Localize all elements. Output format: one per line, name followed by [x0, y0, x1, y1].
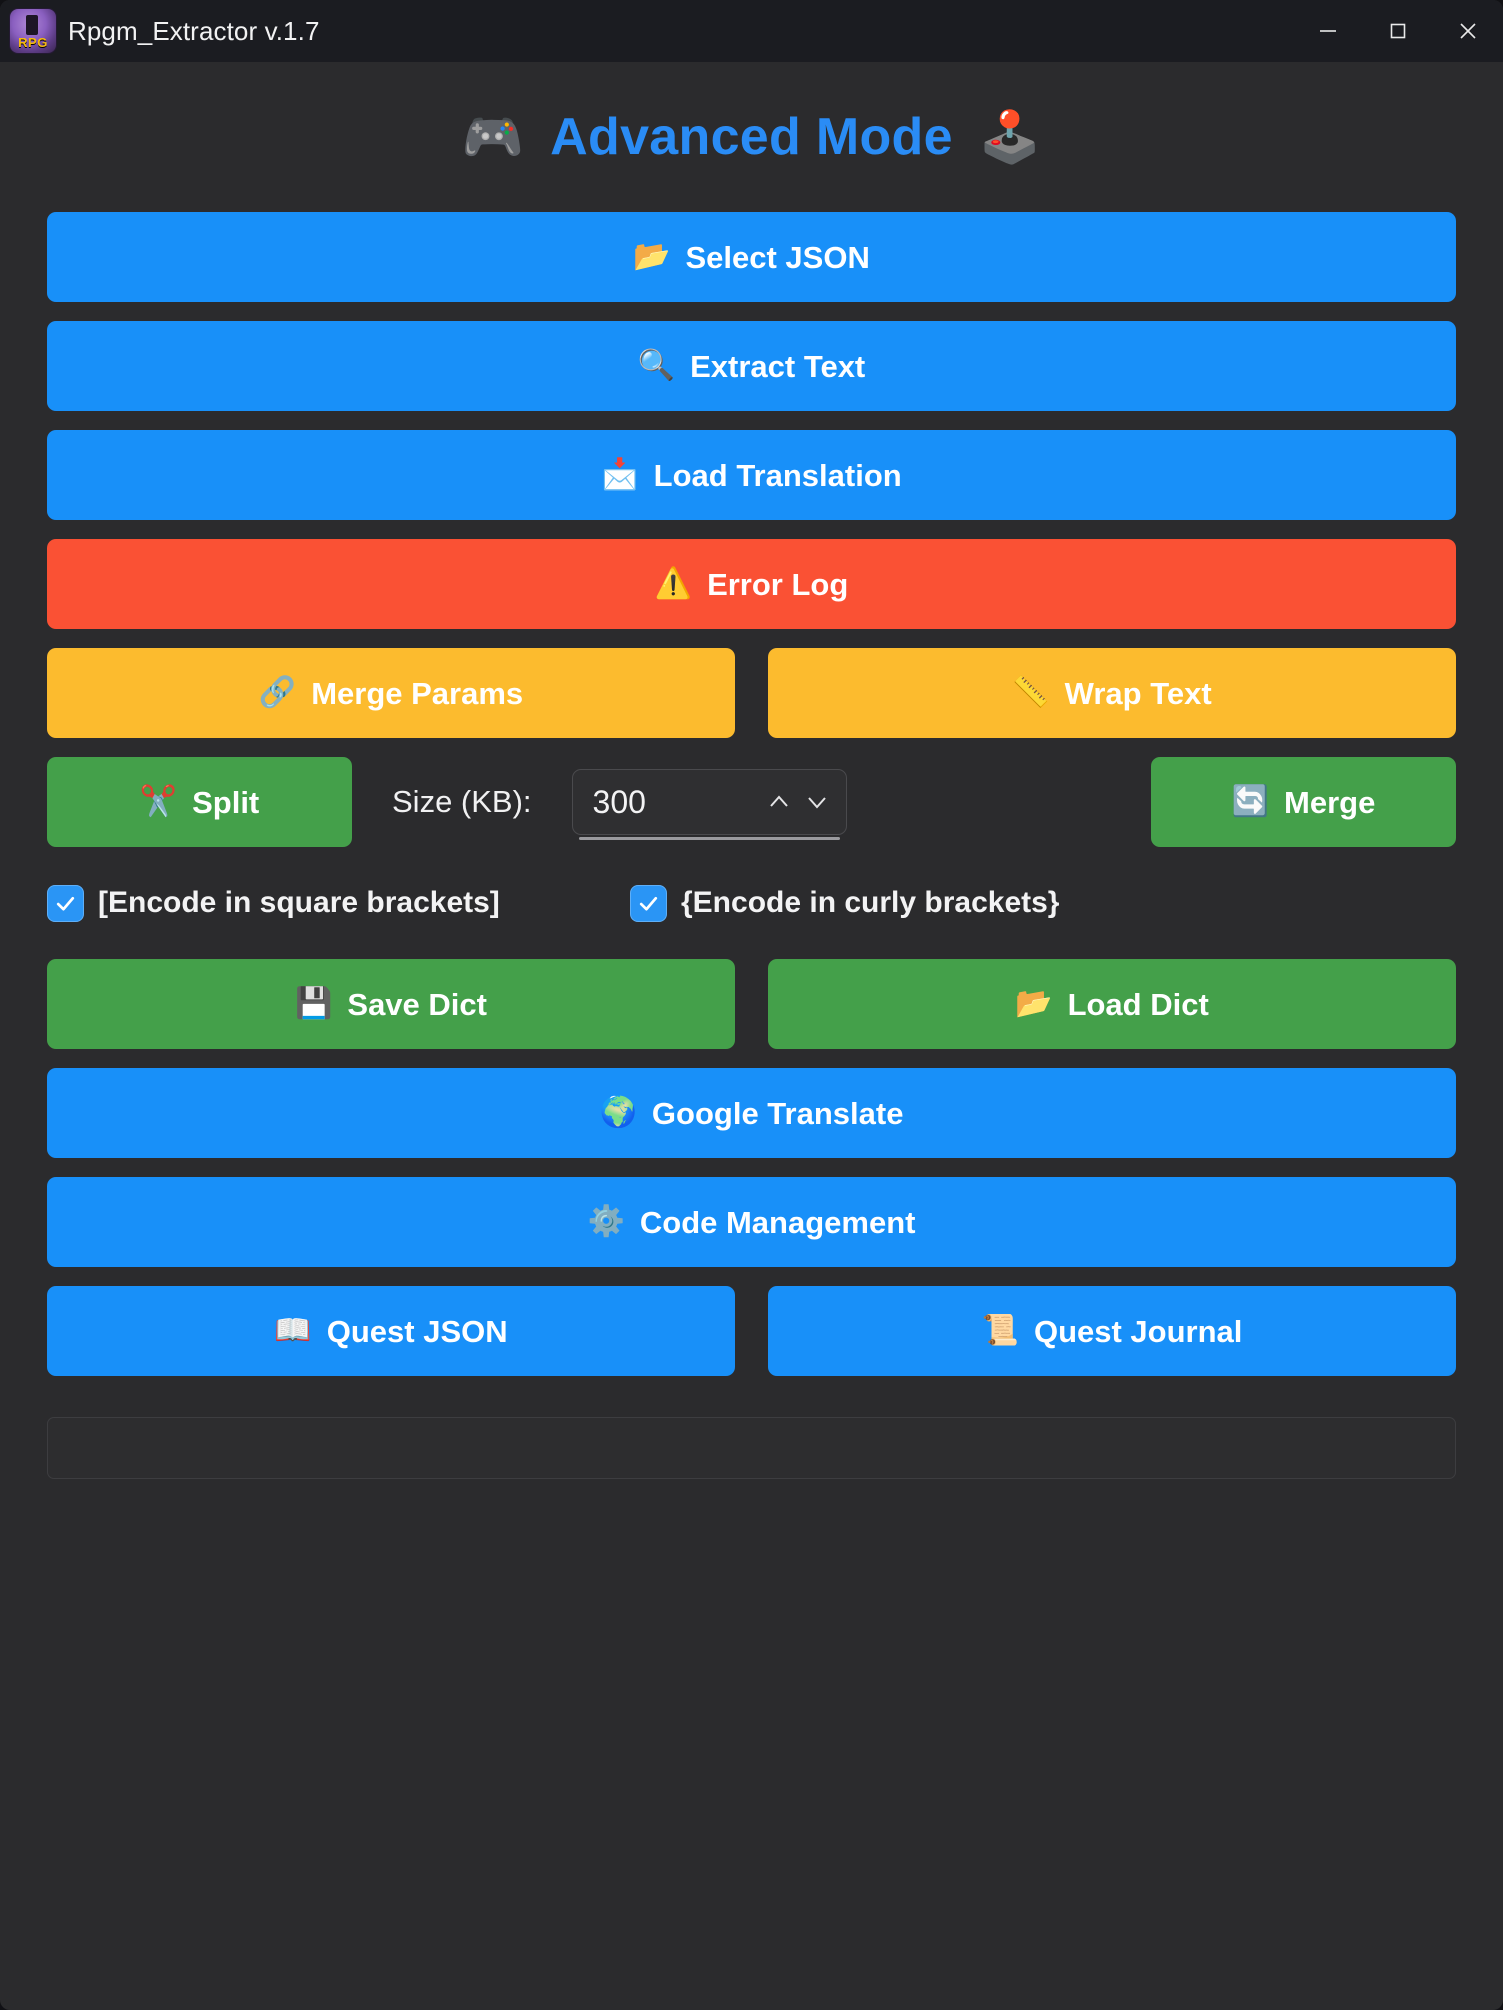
status-bar: [47, 1417, 1456, 1479]
load-dict-label: Load Dict: [1067, 986, 1209, 1022]
wrap-text-label: Wrap Text: [1064, 675, 1212, 711]
quest-journal-button[interactable]: 📜 Quest Journal: [768, 1286, 1456, 1376]
load-translation-row: 📩 Load Translation: [47, 430, 1456, 520]
square-brackets-checkbox[interactable]: [Encode in square brackets]: [47, 884, 630, 922]
extract-text-label: Extract Text: [690, 348, 866, 384]
save-dict-button[interactable]: 💾 Save Dict: [47, 959, 735, 1049]
code-management-label: Code Management: [639, 1204, 916, 1240]
size-kb-label: Size (KB):: [392, 784, 532, 819]
wrap-text-button[interactable]: 📏 Wrap Text: [768, 648, 1456, 738]
load-translation-button[interactable]: 📩 Load Translation: [47, 430, 1456, 520]
chevron-up-icon: [769, 795, 788, 807]
google-translate-row: 🌍 Google Translate: [47, 1068, 1456, 1158]
refresh-icon: 🔄: [1231, 785, 1270, 818]
open-book-icon: 📖: [274, 1314, 312, 1347]
split-button[interactable]: ✂️ Split: [47, 757, 352, 847]
merge-params-button[interactable]: 🔗 Merge Params: [47, 648, 735, 738]
size-kb-value[interactable]: 300: [592, 783, 646, 820]
ruler-icon: 📏: [1012, 676, 1050, 709]
extract-text-button[interactable]: 🔍 Extract Text: [47, 321, 1456, 411]
save-dict-label: Save Dict: [347, 986, 487, 1022]
split-label: Split: [192, 784, 260, 820]
warning-icon: ⚠️: [654, 567, 693, 600]
scissors-icon: ✂️: [139, 785, 178, 818]
merge-button[interactable]: 🔄 Merge: [1151, 757, 1456, 847]
error-log-label: Error Log: [707, 566, 849, 602]
square-brackets-label: [Encode in square brackets]: [98, 886, 500, 919]
stepper-arrows: [766, 789, 830, 815]
quest-row: 📖 Quest JSON 📜 Quest Journal: [47, 1286, 1456, 1376]
page-header: 🎮 Advanced Mode 🕹️: [47, 62, 1456, 212]
window-controls: [1293, 0, 1503, 62]
chevron-down-icon: [807, 797, 826, 809]
google-translate-label: Google Translate: [651, 1095, 904, 1131]
params-wrap-row: 🔗 Merge Params 📏 Wrap Text: [47, 648, 1456, 738]
rpg-extractor-logo: [10, 9, 56, 53]
gear-icon: ⚙️: [587, 1205, 625, 1238]
main-content: 🎮 Advanced Mode 🕹️ 📂 Select JSON 🔍 Extra…: [0, 62, 1503, 2010]
close-icon[interactable]: [1433, 0, 1503, 62]
error-log-button[interactable]: ⚠️ Error Log: [47, 539, 1456, 629]
code-management-button[interactable]: ⚙️ Code Management: [47, 1177, 1456, 1267]
dict-row: 💾 Save Dict 📂 Load Dict: [47, 959, 1456, 1049]
curly-brackets-label: {Encode in curly brackets}: [681, 886, 1060, 919]
floppy-disk-icon: 💾: [295, 987, 333, 1020]
game-controller-icon: 🎮: [461, 109, 525, 165]
page-title: Advanced Mode: [550, 108, 953, 166]
select-json-label: Select JSON: [685, 239, 870, 275]
globe-icon: 🌍: [599, 1096, 637, 1129]
quest-journal-label: Quest Journal: [1033, 1313, 1243, 1349]
maximize-icon[interactable]: [1363, 0, 1433, 62]
select-json-button[interactable]: 📂 Select JSON: [47, 212, 1456, 302]
merge-params-label: Merge Params: [311, 675, 524, 711]
select-json-row: 📂 Select JSON: [47, 212, 1456, 302]
quest-json-button[interactable]: 📖 Quest JSON: [47, 1286, 735, 1376]
load-dict-button[interactable]: 📂 Load Dict: [768, 959, 1456, 1049]
size-kb-stepper[interactable]: 300: [571, 769, 847, 840]
quest-json-label: Quest JSON: [326, 1313, 508, 1349]
window-title: Rpgm_Extractor v.1.7: [68, 15, 320, 46]
joystick-icon: 🕹️: [978, 109, 1042, 165]
split-merge-row: ✂️ Split Size (KB): 300 🔄 Merge: [47, 757, 1456, 847]
code-management-row: ⚙️ Code Management: [47, 1177, 1456, 1267]
curly-brackets-checkbox[interactable]: {Encode in curly brackets}: [630, 884, 1060, 922]
minimize-icon[interactable]: [1293, 0, 1363, 62]
title-bar: Rpgm_Extractor v.1.7: [0, 0, 1503, 62]
open-folder-icon: 📂: [633, 240, 671, 273]
extract-text-row: 🔍 Extract Text: [47, 321, 1456, 411]
encode-options-row: [Encode in square brackets] {Encode in c…: [47, 866, 1456, 940]
error-log-row: ⚠️ Error Log: [47, 539, 1456, 629]
link-icon: 🔗: [258, 676, 297, 709]
open-folder-icon: 📂: [1015, 987, 1053, 1020]
checkmark-icon[interactable]: [630, 884, 667, 922]
bottom-spacer: [47, 1479, 1456, 2010]
inbox-tray-icon: 📩: [601, 458, 639, 491]
merge-label: Merge: [1284, 784, 1376, 820]
google-translate-button[interactable]: 🌍 Google Translate: [47, 1068, 1456, 1158]
load-translation-label: Load Translation: [653, 457, 902, 493]
scroll-icon: 📜: [981, 1314, 1019, 1347]
checkmark-icon[interactable]: [47, 884, 84, 922]
magnifier-icon: 🔍: [637, 349, 676, 382]
